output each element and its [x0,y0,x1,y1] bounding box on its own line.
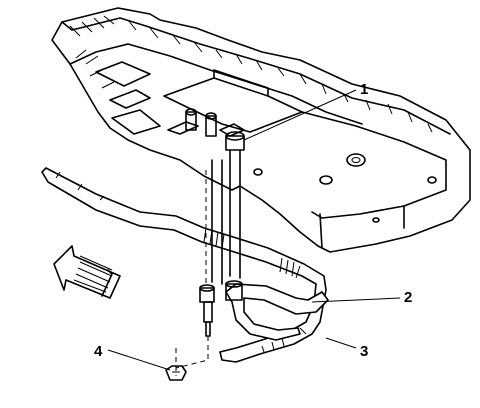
alignment-lines [175,170,209,376]
vehicle-frame [51,7,471,253]
forward-arrow-icon [53,245,121,299]
retainer-clip [165,365,187,381]
hose-connector [199,280,329,341]
callout-3: 3 [360,343,368,360]
callout-2: 2 [404,289,412,306]
callout-4: 4 [94,343,103,360]
callout-leaders [107,89,401,371]
hose-assembly [41,131,327,363]
callout-1: 1 [360,81,368,98]
callout-labels: 1 2 3 4 [94,81,412,360]
